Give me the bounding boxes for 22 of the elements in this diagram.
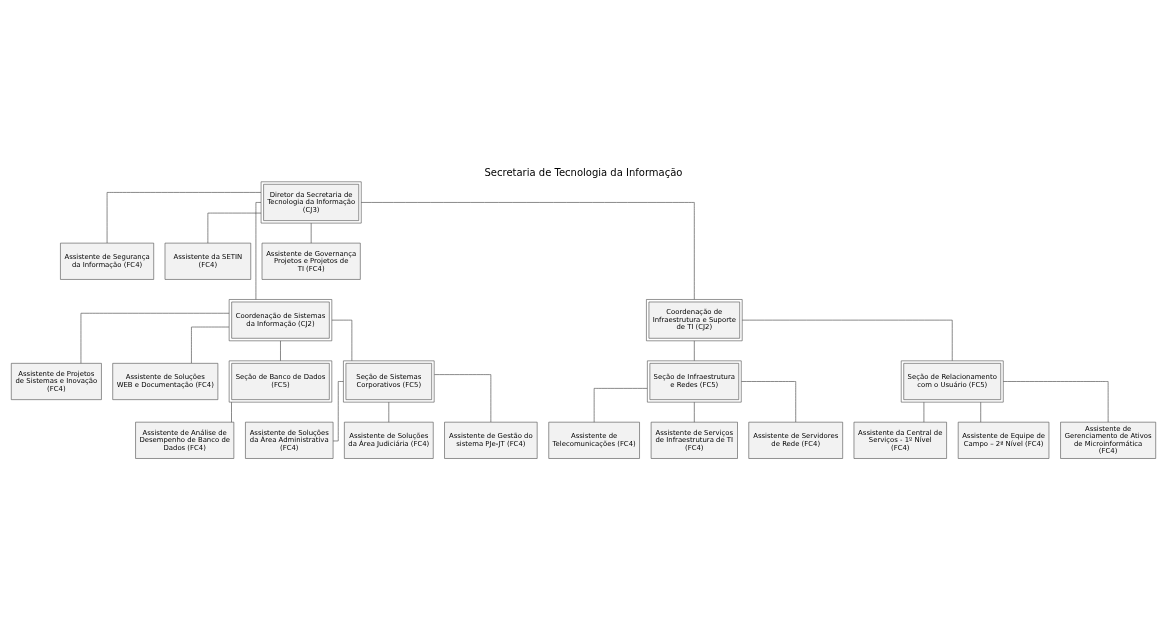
connector [255,202,262,300]
connector [310,222,312,244]
connector [332,381,344,442]
diagram-title: Secretaria de Tecnologia da Informação [484,167,683,179]
connector [980,401,982,423]
connector [694,401,695,423]
connector [694,340,695,362]
connector [331,319,353,362]
connector [106,192,262,244]
connector [80,312,230,364]
connector [593,388,648,423]
connector [360,202,695,300]
connector [741,319,953,362]
connector [388,401,390,423]
connector [207,212,262,244]
connector [923,401,925,423]
connector [280,340,281,362]
connector [191,326,230,364]
connector [1002,381,1109,423]
connector [231,401,232,423]
connector [434,374,492,423]
connector [741,381,797,423]
